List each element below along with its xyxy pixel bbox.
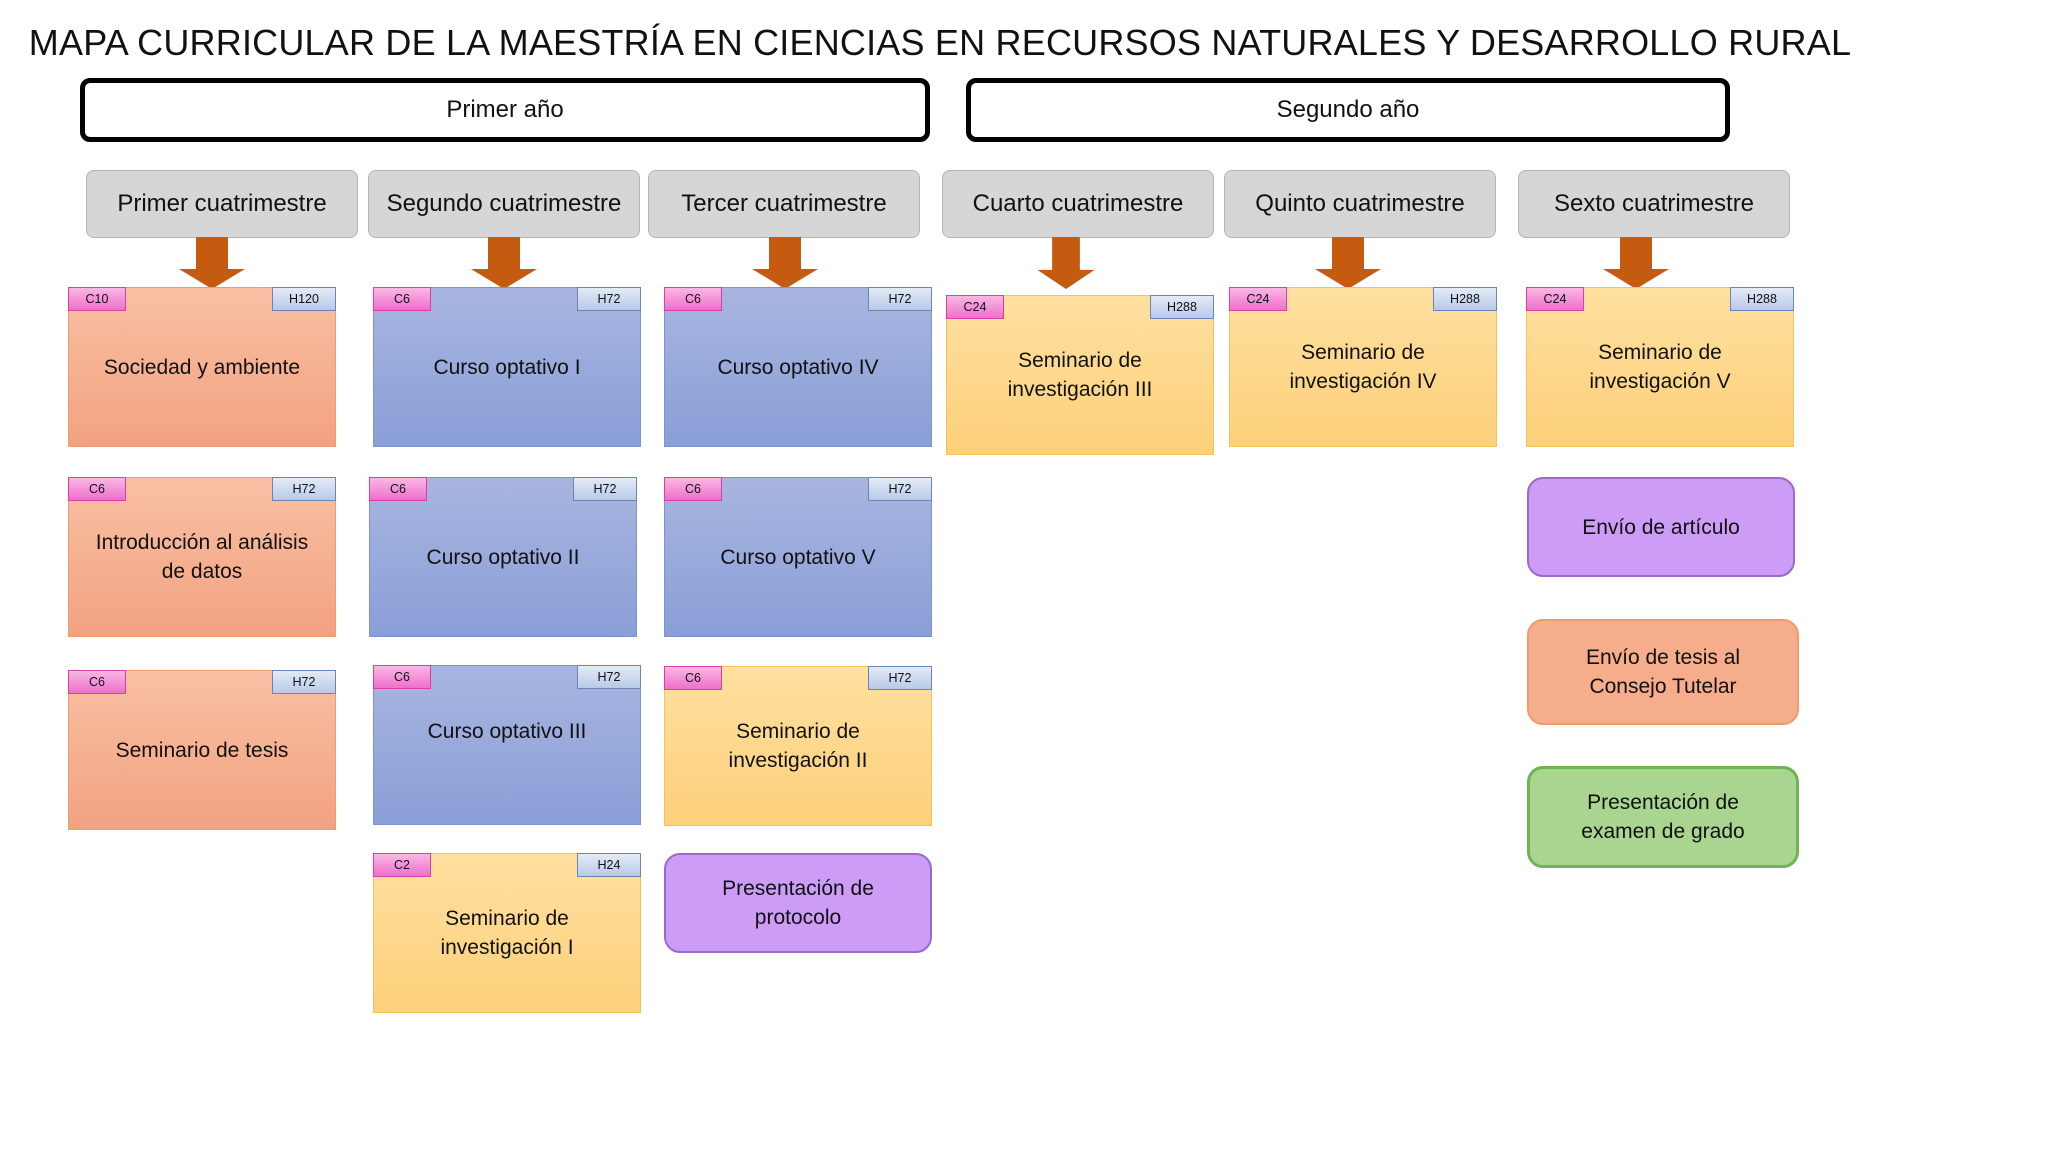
hours-badge: H72	[272, 477, 336, 501]
hours-badge: H72	[573, 477, 637, 501]
course-label: Curso optativo V	[720, 545, 876, 569]
hours-badge: H72	[868, 477, 932, 501]
credits-badge: C6	[373, 287, 431, 311]
hours-badge: H288	[1730, 287, 1794, 311]
milestone-card: Envío de tesis al Consejo Tutelar	[1527, 619, 1799, 725]
hours-badge: H72	[577, 287, 641, 311]
course-label: Sociedad y ambiente	[103, 355, 301, 379]
down-arrow-icon	[1603, 237, 1669, 289]
course-label: Seminario de investigación V	[1589, 341, 1731, 393]
course-label: Curso optativo IV	[717, 355, 879, 379]
milestone-label: Presentación de protocolo	[722, 877, 874, 929]
credits-badge: C24	[1526, 287, 1584, 311]
course-label: Curso optativo II	[426, 545, 580, 569]
milestone-card: Envío de artículo	[1527, 477, 1795, 577]
credits-badge: C6	[664, 477, 722, 501]
semester-header-5: Quinto cuatrimestre	[1224, 170, 1496, 238]
hours-badge: H72	[272, 670, 336, 694]
course-card: Seminario de investigación V	[1526, 287, 1794, 447]
down-arrow-icon	[179, 237, 245, 289]
hours-badge: H24	[577, 853, 641, 877]
semester-header-2: Segundo cuatrimestre	[368, 170, 640, 238]
course-card: Seminario de tesis	[68, 670, 336, 830]
credits-badge: C6	[68, 670, 126, 694]
down-arrow-icon	[471, 237, 537, 289]
semester-header-4: Cuarto cuatrimestre	[942, 170, 1214, 238]
milestone-label: Presentación de examen de grado	[1581, 791, 1745, 843]
milestone-label: Envío de tesis al Consejo Tutelar	[1585, 646, 1741, 698]
hours-badge: H72	[577, 665, 641, 689]
course-card: Introducción al análisis de datos	[68, 477, 336, 637]
credits-badge: C6	[664, 287, 722, 311]
course-card: Seminario de investigación II	[664, 666, 932, 826]
down-arrow-icon	[1315, 237, 1381, 289]
year-header-first: Primer año	[80, 78, 930, 142]
course-label: Curso optativo I	[433, 355, 581, 379]
credits-badge: C24	[946, 295, 1004, 319]
milestone-card: Presentación de protocolo	[664, 853, 932, 953]
down-arrow-icon	[752, 237, 818, 289]
credits-badge: C2	[373, 853, 431, 877]
course-label: Curso optativo III	[427, 719, 587, 743]
course-card: Seminario de investigación I	[373, 853, 641, 1013]
credits-badge: C6	[373, 665, 431, 689]
course-card: Seminario de investigación IV	[1229, 287, 1497, 447]
course-label: Seminario de investigación I	[440, 907, 574, 959]
hours-badge: H72	[868, 287, 932, 311]
semester-header-1: Primer cuatrimestre	[86, 170, 358, 238]
course-card: Curso optativo V	[664, 477, 932, 637]
page-title: MAPA CURRICULAR DE LA MAESTRÍA EN CIENCI…	[28, 22, 1852, 63]
course-label: Seminario de investigación II	[728, 720, 868, 772]
credits-badge: C10	[68, 287, 126, 311]
down-arrow-icon	[1037, 237, 1095, 289]
course-card: Curso optativo II	[369, 477, 637, 637]
credits-badge: C6	[369, 477, 427, 501]
semester-header-3: Tercer cuatrimestre	[648, 170, 920, 238]
course-card: Seminario de investigación III	[946, 295, 1214, 455]
course-card: Curso optativo IV	[664, 287, 932, 447]
credits-badge: C6	[664, 666, 722, 690]
course-card: Curso optativo I	[373, 287, 641, 447]
hours-badge: H288	[1150, 295, 1214, 319]
course-label: Seminario de investigación III	[1007, 349, 1153, 401]
hours-badge: H120	[272, 287, 336, 311]
hours-badge: H72	[868, 666, 932, 690]
credits-badge: C6	[68, 477, 126, 501]
milestone-label: Envío de artículo	[1582, 515, 1740, 539]
credits-badge: C24	[1229, 287, 1287, 311]
course-label: Introducción al análisis de datos	[95, 531, 309, 583]
course-label: Seminario de investigación IV	[1289, 341, 1437, 393]
course-card: Sociedad y ambiente	[68, 287, 336, 447]
milestone-card: Presentación de examen de grado	[1527, 766, 1799, 868]
year-header-second: Segundo año	[966, 78, 1730, 142]
course-label: Seminario de tesis	[115, 738, 289, 762]
course-card: Curso optativo III	[373, 665, 641, 825]
hours-badge: H288	[1433, 287, 1497, 311]
semester-header-6: Sexto cuatrimestre	[1518, 170, 1790, 238]
